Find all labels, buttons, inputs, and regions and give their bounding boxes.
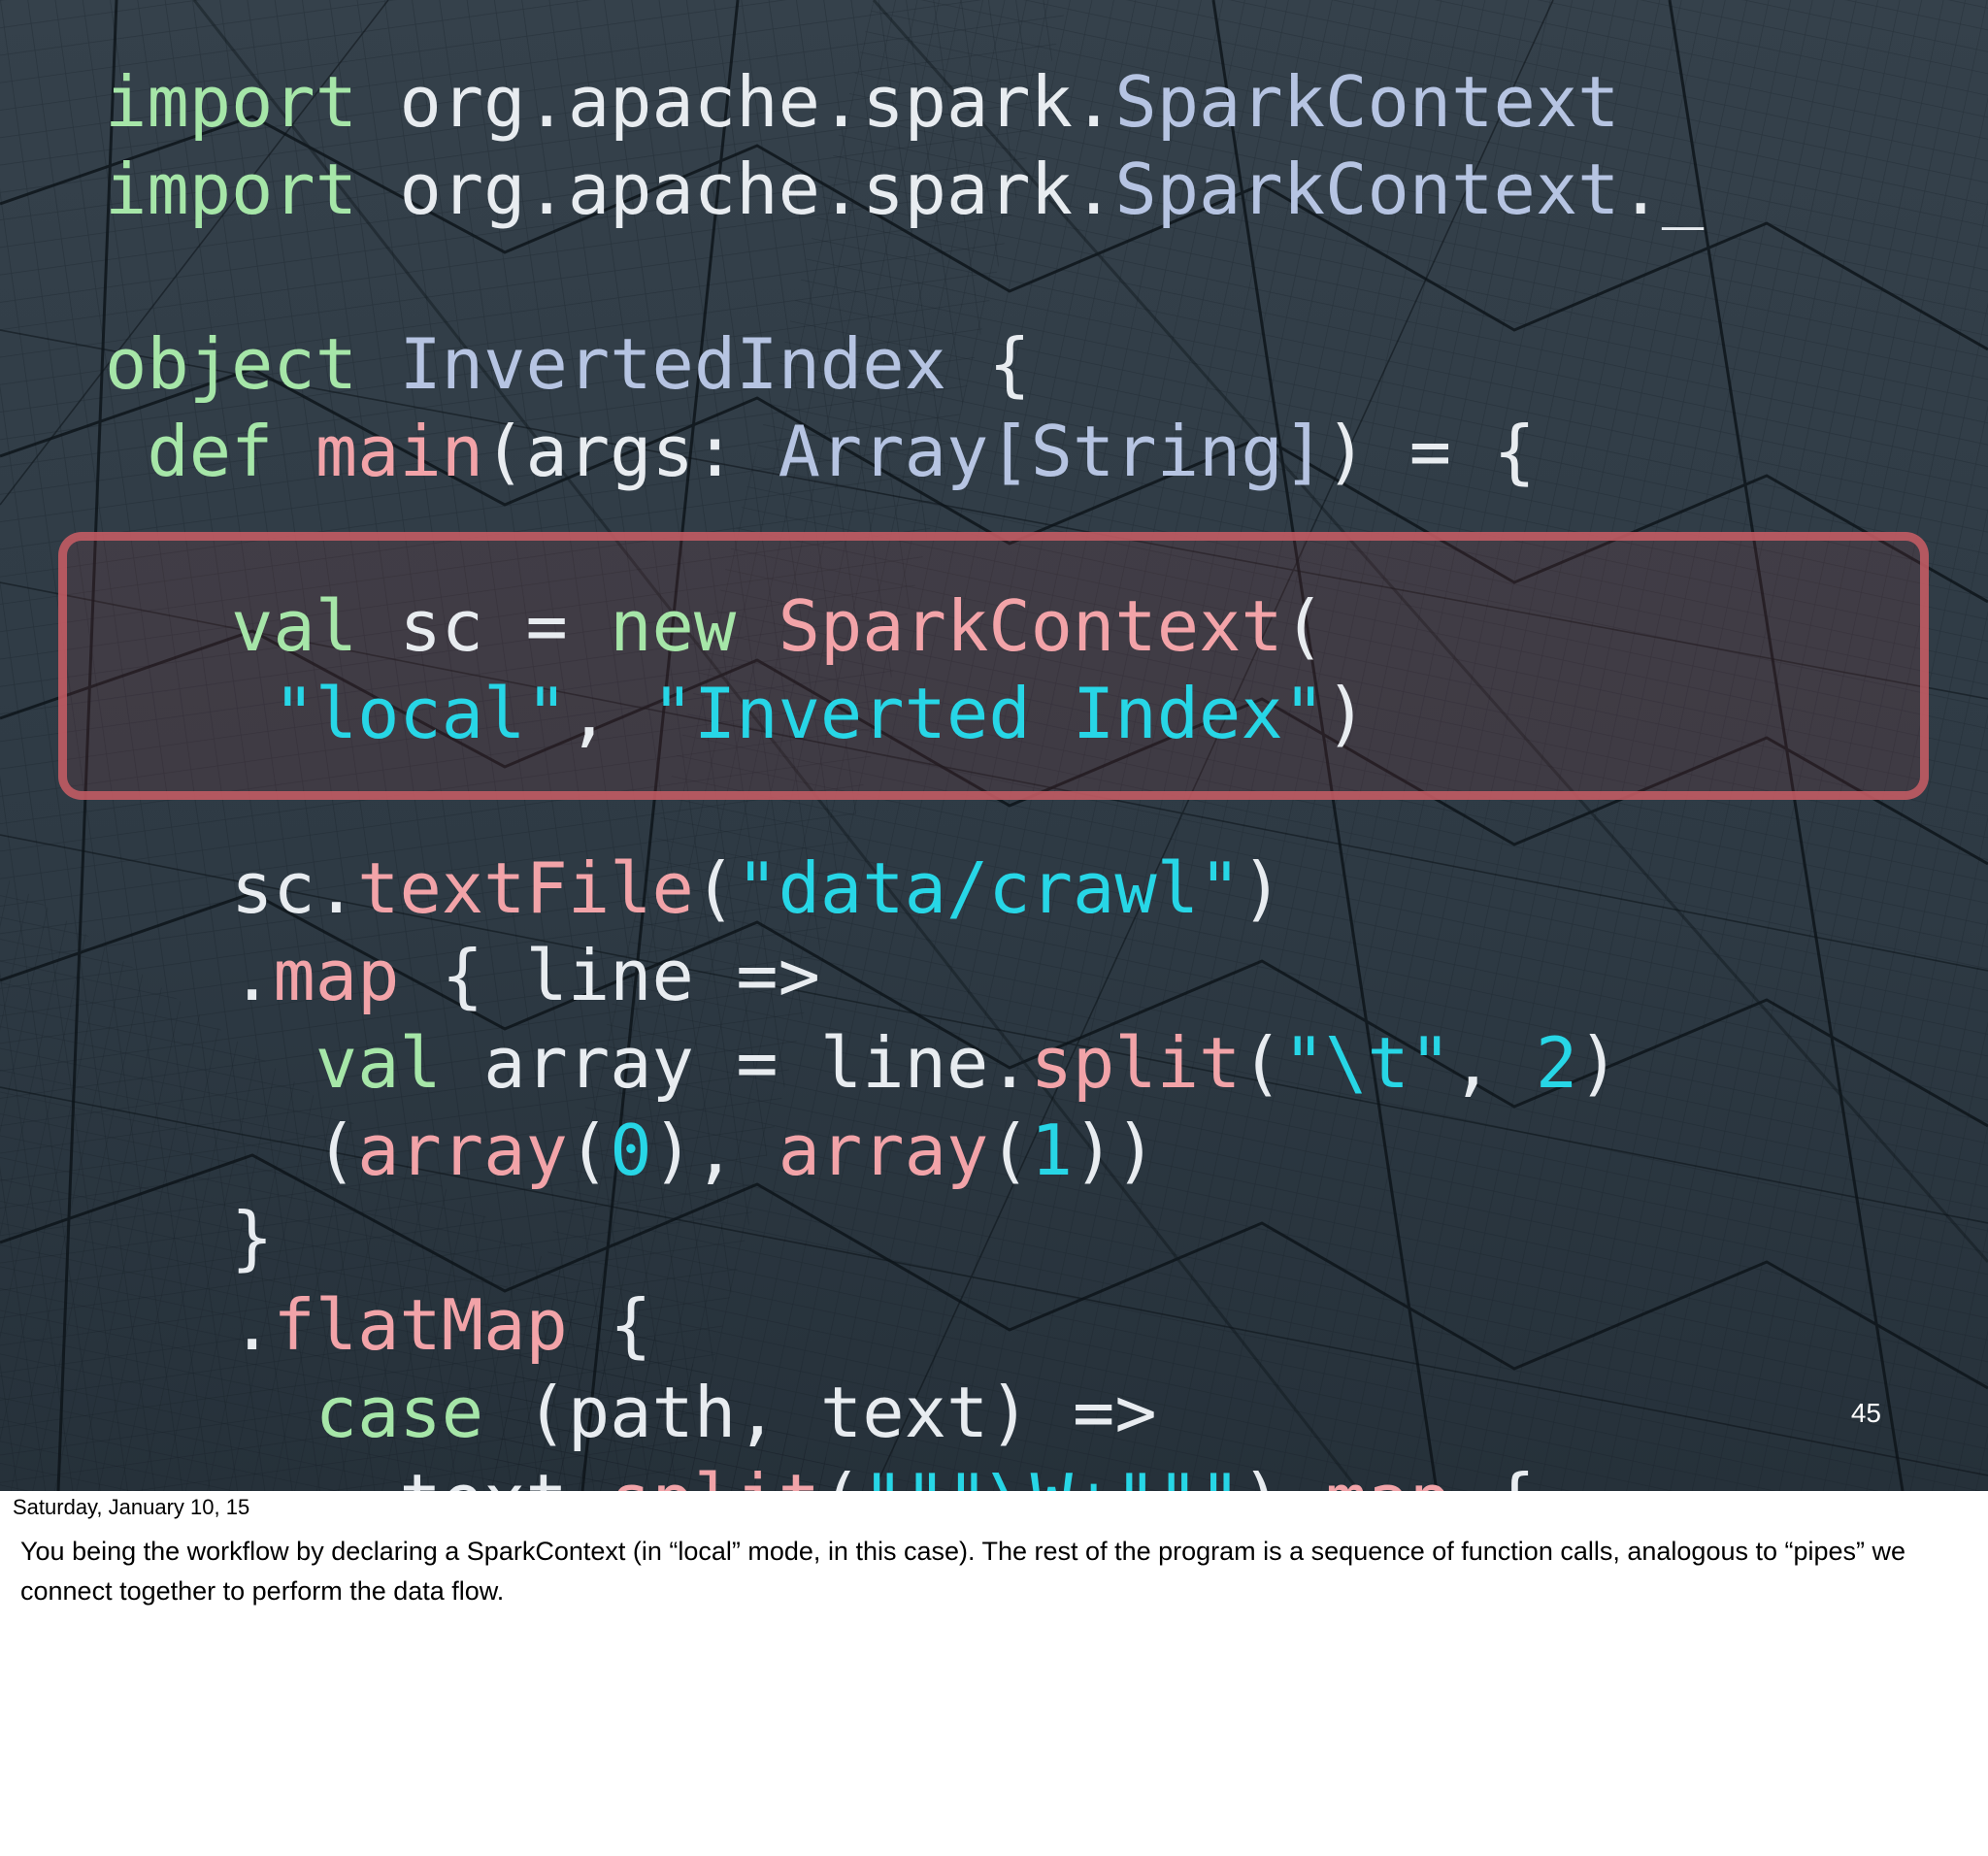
code-token: array [357,1110,568,1191]
code-token: new [610,585,737,667]
code-token: ( [988,1110,1031,1191]
code-token: ( [820,1459,862,1491]
code-line: } [105,1194,1704,1281]
code-token: ( [105,1110,358,1191]
code-line: text.split("""\W+""") map { [105,1456,1704,1491]
code-token: { [567,1284,652,1366]
code-token: SparkContext [1114,149,1620,230]
code-line: (array(0), array(1)) [105,1107,1704,1194]
code-token: , [567,673,652,754]
code-token: 2 [1535,1022,1578,1104]
code-token: map [273,935,400,1016]
slide-number: 45 [1850,1398,1881,1428]
code-line: val array = line.split("\t", 2) [105,1019,1704,1107]
code-token: """\W+""" [862,1459,1241,1491]
code-line: case (path, text) => [105,1369,1704,1456]
code-token: val [105,1022,442,1104]
code-line [105,757,1704,845]
code-token: import [105,61,358,143]
code-token: ( [1282,585,1326,667]
code-token: map [1325,1459,1451,1491]
code-token: ( [693,847,737,929]
code-token: ) [1325,673,1368,754]
code-line [105,495,1704,582]
code-token [736,585,778,667]
grid-background-image [0,0,1988,1491]
code-token: (args: [483,411,779,492]
code-token: ._ [1619,149,1705,230]
code-token: } [105,1197,274,1278]
code-token: 0 [610,1110,652,1191]
code-token: split [1030,1022,1242,1104]
code-line: def main(args: Array[String]) = { [105,408,1704,495]
code-token: org.apache.spark. [357,149,1115,230]
notes-date: Saturday, January 10, 15 [13,1495,250,1519]
code-token: val [105,585,358,667]
code-token: ) [1577,1022,1620,1104]
speaker-notes: You being the workflow by declaring a Sp… [20,1537,1906,1606]
code-token: array = line. [441,1022,1031,1104]
code-token: )) [1073,1110,1157,1191]
code-token [273,411,315,492]
code-token: ) [1241,1459,1325,1491]
code-token: SparkContext [1114,61,1620,143]
code-token: "local" [273,673,568,754]
code-token: case [105,1372,484,1453]
code-token: sc. [105,847,358,929]
code-line: val sc = new SparkContext( [105,582,1704,670]
code-token: "\t" [1282,1022,1452,1104]
code-token: main [315,411,484,492]
code-token: Array[String] [778,411,1326,492]
code-token: "data/crawl" [736,847,1242,929]
code-line: import org.apache.spark.SparkContext._ [105,146,1704,233]
code-token: ) [1241,847,1283,929]
code-line: import org.apache.spark.SparkContext [105,58,1704,146]
code-token: . [105,935,274,1016]
code-token: { [1451,1459,1536,1491]
code-token: (path, text) => [483,1372,1157,1453]
code-token [357,323,399,405]
code-token: import [105,149,358,230]
code-token: object [105,323,358,405]
code-token: org.apache.spark. [357,61,1115,143]
code-token [105,673,273,754]
code-token: "Inverted Index" [651,673,1326,754]
code-line: .flatMap { [105,1281,1704,1369]
code-token: flatMap [273,1284,568,1366]
code-line [105,233,1704,320]
code-token: text. [105,1459,610,1491]
code-line: "local", "Inverted Index") [105,670,1704,757]
code-token: def [105,411,274,492]
code-token: ( [567,1110,611,1191]
code-highlight-box [58,532,1929,800]
code-token: InvertedIndex [399,323,946,405]
code-token: SparkContext [778,585,1283,667]
code-token: sc = [357,585,611,667]
code-token: { [945,323,1031,405]
code-token: array [778,1110,989,1191]
code-token: ) = { [1325,411,1536,492]
code-token: split [610,1459,820,1491]
code-line: sc.textFile("data/crawl") [105,845,1704,932]
code-token: { line => [399,935,820,1016]
code-token: ( [1241,1022,1283,1104]
code-token: 1 [1030,1110,1074,1191]
code-token: , [1451,1022,1536,1104]
code-line: .map { line => [105,932,1704,1019]
code-token: textFile [357,847,694,929]
code-line: object InvertedIndex { [105,320,1704,408]
code-token: ), [651,1110,779,1191]
code-token: . [105,1284,274,1366]
